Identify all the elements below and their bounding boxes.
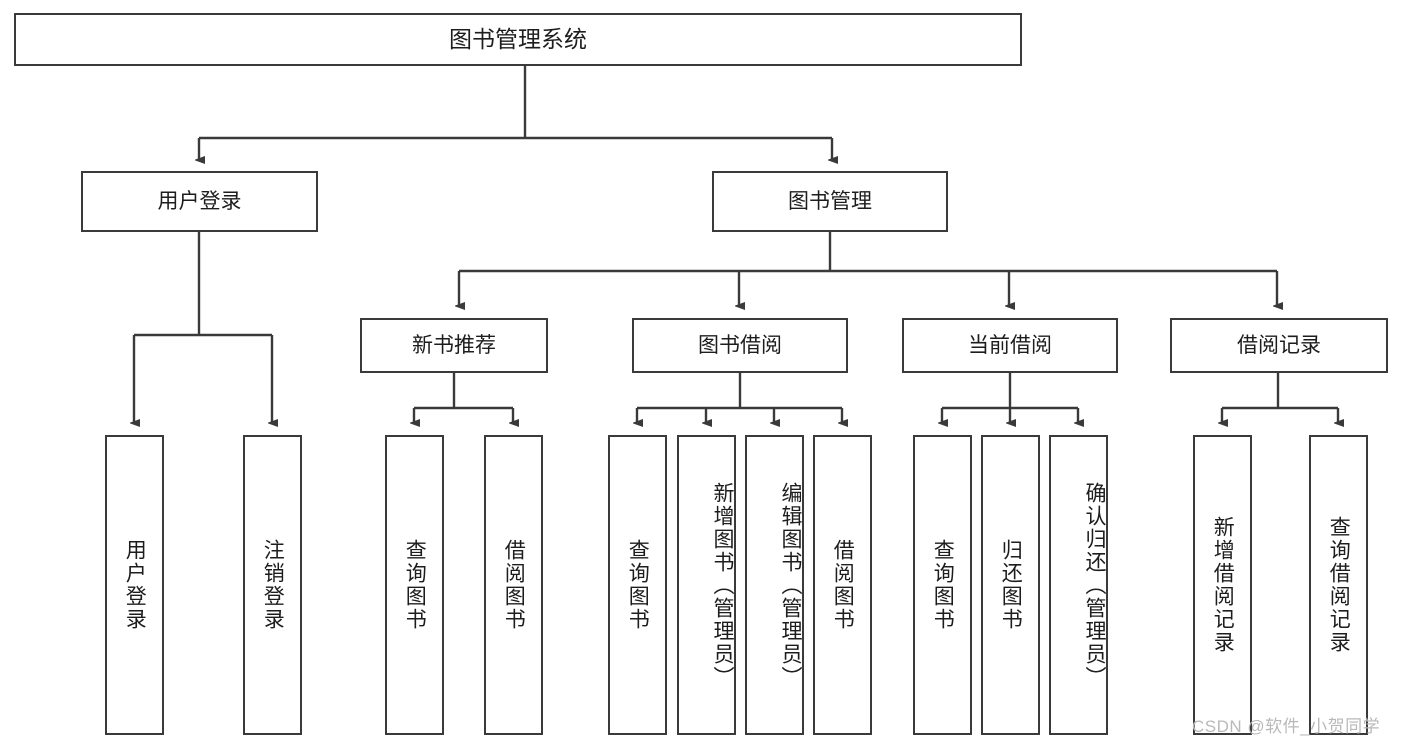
node-leaf-add-record-label: 新增借阅记录 <box>1211 516 1235 654</box>
node-new-book-recommend-label: 新书推荐 <box>412 333 496 357</box>
node-leaf-add-record[interactable]: 新增借阅记录 <box>1193 435 1252 735</box>
node-leaf-query-book-3-label: 查询图书 <box>931 539 955 631</box>
node-user-login-label: 用户登录 <box>157 189 242 213</box>
node-new-book-recommend[interactable]: 新书推荐 <box>360 318 548 373</box>
node-leaf-borrow-book-1-label: 借阅图书 <box>502 539 526 631</box>
node-leaf-edit-book[interactable]: 编辑图书（管理员） <box>745 435 804 735</box>
node-book-management[interactable]: 图书管理 <box>712 171 948 232</box>
node-leaf-logout-login-label: 注销登录 <box>261 539 285 631</box>
node-leaf-add-book-label: 新增图书（管理员） <box>711 481 734 689</box>
node-root-label: 图书管理系统 <box>449 25 587 52</box>
node-root[interactable]: 图书管理系统 <box>14 13 1022 66</box>
node-leaf-edit-book-label: 编辑图书（管理员） <box>779 481 802 689</box>
node-current-borrow[interactable]: 当前借阅 <box>902 318 1118 373</box>
node-leaf-return-book-label: 归还图书 <box>999 539 1023 631</box>
node-leaf-query-book-1[interactable]: 查询图书 <box>385 435 444 735</box>
node-leaf-add-book[interactable]: 新增图书（管理员） <box>677 435 736 735</box>
node-leaf-borrow-book-2[interactable]: 借阅图书 <box>813 435 872 735</box>
node-leaf-user-login[interactable]: 用户登录 <box>105 435 164 735</box>
node-user-login[interactable]: 用户登录 <box>81 171 318 232</box>
node-borrow-record[interactable]: 借阅记录 <box>1170 318 1388 373</box>
node-leaf-query-book-3[interactable]: 查询图书 <box>913 435 972 735</box>
node-leaf-query-book-2[interactable]: 查询图书 <box>608 435 667 735</box>
node-leaf-return-book[interactable]: 归还图书 <box>981 435 1040 735</box>
node-leaf-query-book-1-label: 查询图书 <box>403 539 427 631</box>
node-book-borrow-label: 图书借阅 <box>698 333 782 357</box>
node-leaf-user-login-label: 用户登录 <box>123 539 147 631</box>
node-leaf-borrow-book-2-label: 借阅图书 <box>831 539 855 631</box>
node-leaf-confirm-return-label: 确认归还（管理员） <box>1083 481 1106 689</box>
watermark: CSDN @软件_小贺同学 <box>1192 717 1381 736</box>
node-borrow-record-label: 借阅记录 <box>1237 333 1321 357</box>
node-leaf-query-record-label: 查询借阅记录 <box>1327 516 1351 654</box>
node-leaf-query-record[interactable]: 查询借阅记录 <box>1309 435 1368 735</box>
node-book-management-label: 图书管理 <box>788 189 872 213</box>
node-current-borrow-label: 当前借阅 <box>968 333 1052 357</box>
node-leaf-logout-login[interactable]: 注销登录 <box>243 435 302 735</box>
node-leaf-confirm-return[interactable]: 确认归还（管理员） <box>1049 435 1108 735</box>
node-book-borrow[interactable]: 图书借阅 <box>632 318 848 373</box>
node-leaf-query-book-2-label: 查询图书 <box>626 539 650 631</box>
node-leaf-borrow-book-1[interactable]: 借阅图书 <box>484 435 543 735</box>
